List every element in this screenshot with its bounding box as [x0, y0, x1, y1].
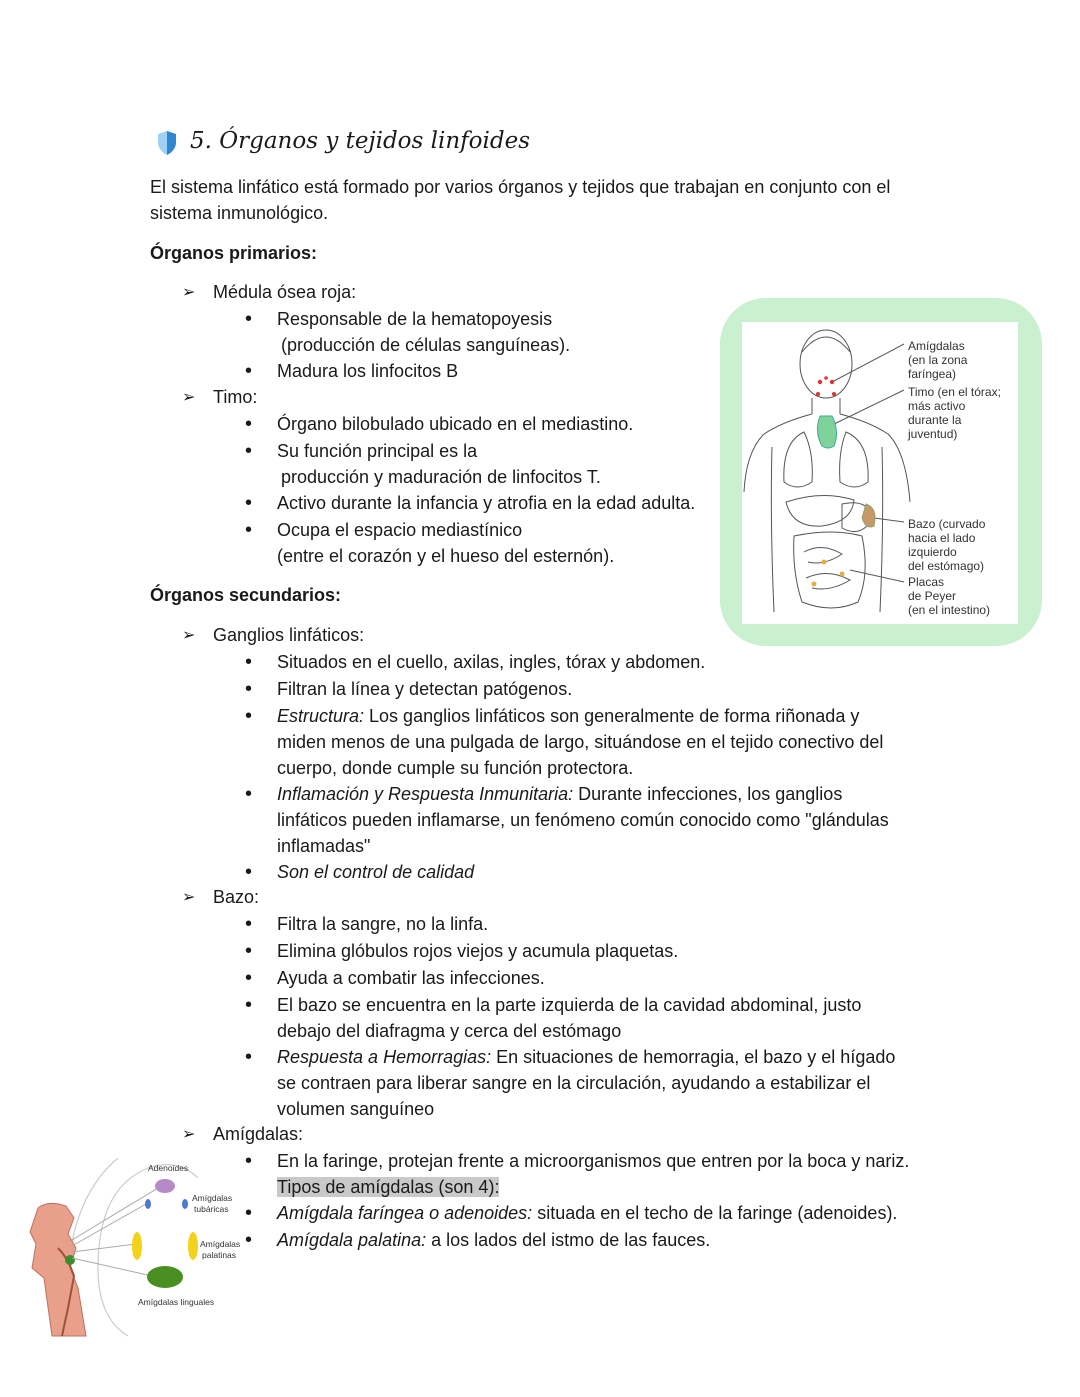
- ganglios-b3-text: Los ganglios linfáticos son generalmente…: [364, 706, 860, 726]
- amigdalas-types: Tipos de amígdalas (son 4):: [277, 1174, 500, 1200]
- arrow-bullet-icon: ➢: [182, 284, 196, 301]
- timo-b4b: (entre el corazón y el hueso del esternó…: [277, 546, 615, 566]
- ganglios-b3a: Estructura: Los ganglios linfáticos son …: [277, 703, 859, 729]
- secondary-heading: Órganos secundarios:: [150, 585, 342, 605]
- medula-b1b: (producción de células sanguíneas).: [281, 335, 571, 355]
- highlighted-text: Tipos de amígdalas (son 4):: [277, 1177, 500, 1197]
- fig-label-12: Placas: [908, 575, 945, 589]
- bullet-icon: •: [245, 492, 253, 514]
- bazo-b5a: Respuesta a Hemorragias: En situaciones …: [277, 1044, 895, 1070]
- ganglios-b2: Filtran la línea y detectan patógenos.: [277, 679, 573, 699]
- bullet-icon: •: [245, 783, 253, 805]
- primary-heading: Órganos primarios:: [150, 243, 318, 263]
- timo-label: Timo:: [213, 387, 258, 407]
- ganglios-b4b: linfáticos pueden inflamarse, un fenómen…: [277, 810, 889, 830]
- arrow-bullet-icon: ➢: [182, 627, 196, 644]
- bullet-icon: •: [245, 413, 253, 435]
- tonsil-label-tubaricas-2: tubáricas: [194, 1204, 229, 1214]
- intro-line-2: sistema inmunológico.: [150, 203, 329, 223]
- bullet-icon: •: [245, 1202, 253, 1224]
- timo-b2a: Su función principal es la: [277, 441, 478, 461]
- bullet-icon: •: [245, 705, 253, 727]
- bazo-b4b: debajo del diafragma y cerca del estómag…: [277, 1021, 622, 1041]
- fig-label-6: durante la: [908, 413, 962, 427]
- fig-label-11: del estómago): [908, 559, 985, 573]
- bazo-b5-text: En situaciones de hemorragia, el bazo y …: [491, 1047, 896, 1067]
- ganglios-b4c: inflamadas": [277, 836, 371, 856]
- medula-label: Médula ósea roja:: [213, 282, 357, 302]
- fig-label-2: (en la zona: [908, 353, 968, 367]
- body-lymph-illustration: [743, 329, 911, 613]
- tonsil-label-linguales: Amígdalas linguales: [138, 1297, 215, 1307]
- bazo-b5c: volumen sanguíneo: [277, 1099, 435, 1119]
- bullet-icon: •: [245, 940, 253, 962]
- fig-label-3: faríngea): [908, 367, 957, 381]
- timo-b2b: producción y maduración de linfocitos T.: [281, 467, 601, 487]
- ganglios-b4-text: Durante infecciones, los ganglios: [573, 784, 843, 804]
- fig-label-13: de Peyer: [908, 589, 957, 603]
- bazo-b3: Ayuda a combatir las infecciones.: [277, 968, 545, 988]
- figure-body-panel: [742, 322, 1018, 624]
- bullet-icon: •: [245, 861, 253, 883]
- medula-b1a: Responsable de la hematopoyesis: [277, 309, 553, 329]
- timo-b3: Activo durante la infancia y atrofia en …: [277, 493, 696, 513]
- ganglios-b4-em: Inflamación y Respuesta Inmunitaria:: [277, 784, 574, 804]
- fig-label-8: Bazo (curvado: [908, 517, 986, 531]
- timo-b4a: Ocupa el espacio mediastínico: [277, 520, 523, 540]
- bazo-label: Bazo:: [213, 887, 260, 907]
- bullet-icon: •: [245, 360, 253, 382]
- amigdalas-b1: En la faringe, protejan frente a microor…: [277, 1151, 910, 1171]
- ganglios-b3c: cuerpo, donde cumple su función protecto…: [277, 758, 634, 778]
- tonsil-label-palatinas-1: Amígdalas: [200, 1239, 241, 1249]
- fig-label-9: hacia el lado: [908, 531, 976, 545]
- fig-label-5: más activo: [908, 399, 966, 413]
- ganglios-b3b: miden menos de una pulgada de largo, sit…: [277, 732, 884, 752]
- bazo-b4a: El bazo se encuentra en la parte izquier…: [277, 995, 862, 1015]
- bullet-icon: •: [245, 440, 253, 462]
- bullet-icon: •: [245, 651, 253, 673]
- fig-label-4: Timo (en el tórax;: [908, 385, 1001, 399]
- bullet-icon: •: [245, 967, 253, 989]
- tonsils-illustration: [29, 1157, 199, 1337]
- fig-label-10: izquierdo: [908, 545, 957, 559]
- bazo-b2: Elimina glóbulos rojos viejos y acumula …: [277, 941, 679, 961]
- fig-label-1: Amígdalas: [908, 339, 965, 353]
- amigdalas-b3-em: Amígdala palatina:: [277, 1230, 427, 1250]
- ganglios-label: Ganglios linfáticos:: [213, 625, 365, 645]
- amigdalas-b2-em: Amígdala faríngea o adenoides:: [277, 1203, 533, 1223]
- intro-line-1: El sistema linfático está formado por va…: [150, 177, 891, 197]
- amigdalas-b2-text: situada en el techo de la faringe (adeno…: [532, 1203, 898, 1223]
- ganglios-b3-em: Estructura:: [277, 706, 365, 726]
- bazo-b5-em: Respuesta a Hemorragias:: [277, 1047, 492, 1067]
- arrow-bullet-icon: ➢: [182, 889, 196, 906]
- arrow-bullet-icon: ➢: [182, 389, 196, 406]
- amigdalas-label: Amígdalas:: [213, 1124, 304, 1144]
- bullet-icon: •: [245, 994, 253, 1016]
- ganglios-b5: Son el control de calidad: [277, 862, 475, 882]
- bullet-icon: •: [245, 519, 253, 541]
- timo-b1: Órgano bilobulado ubicado en el mediasti…: [277, 414, 634, 434]
- section-title: 5. Órganos y tejidos linfoides: [190, 128, 531, 154]
- fig-label-7: juventud): [908, 427, 958, 441]
- bullet-icon: •: [245, 1150, 253, 1172]
- amigdalas-b3: Amígdala palatina: a los lados del istmo…: [277, 1227, 710, 1253]
- shield-icon: [158, 131, 176, 155]
- bullet-icon: •: [245, 308, 253, 330]
- bullet-icon: •: [245, 1046, 253, 1068]
- arrow-bullet-icon: ➢: [182, 1126, 196, 1143]
- fig-label-14: (en el intestino): [908, 603, 991, 617]
- tonsil-label-tubaricas-1: Amígdalas: [192, 1193, 233, 1203]
- ganglios-b4a: Inflamación y Respuesta Inmunitaria: Dur…: [277, 781, 842, 807]
- bullet-icon: •: [245, 678, 253, 700]
- bullet-icon: •: [245, 913, 253, 935]
- bazo-b5b: se contraen para liberar sangre en la ci…: [277, 1073, 871, 1093]
- tonsil-label-palatinas-2: palatinas: [202, 1250, 237, 1260]
- amigdalas-b2: Amígdala faríngea o adenoides: situada e…: [277, 1200, 897, 1226]
- bazo-b1: Filtra la sangre, no la linfa.: [277, 914, 489, 934]
- amigdalas-b3-text: a los lados del istmo de las fauces.: [426, 1230, 711, 1250]
- medula-b2: Madura los linfocitos B: [277, 361, 459, 381]
- ganglios-b1: Situados en el cuello, axilas, ingles, t…: [277, 652, 706, 672]
- bullet-icon: •: [245, 1229, 253, 1251]
- tonsil-label-adenoides: Adenoides: [148, 1163, 189, 1173]
